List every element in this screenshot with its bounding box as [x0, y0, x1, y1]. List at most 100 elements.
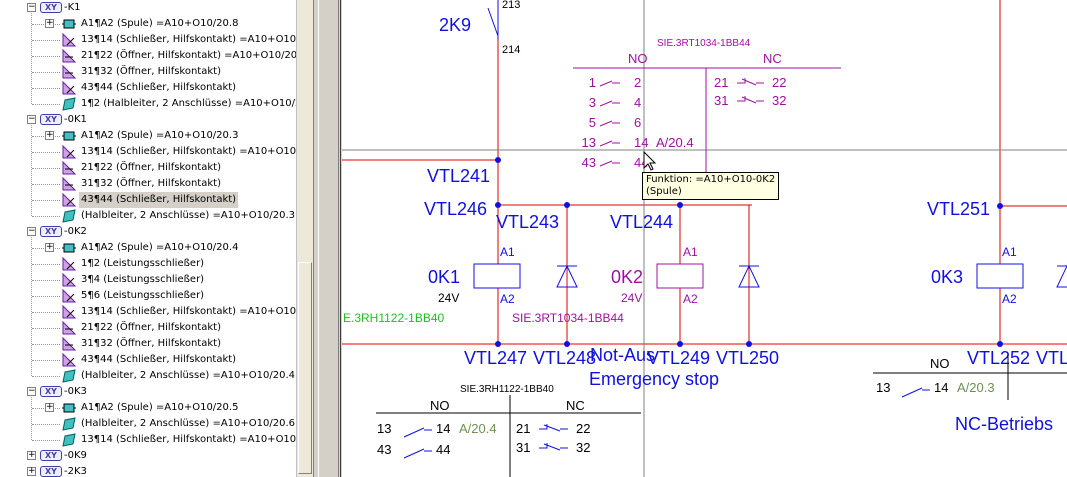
tree-item-label: (Halbleiter, 2 Anschlüsse) =A10+O10/20.3	[81, 210, 296, 221]
tree-item-label: 43¶44 (Schließer, Hilfskontakt)	[81, 354, 237, 365]
ct-nc-a: 21	[714, 75, 728, 90]
diode-0k1	[556, 264, 578, 288]
svg-text:A2: A2	[500, 292, 515, 306]
svg-text:A2: A2	[1002, 292, 1017, 306]
pot-vtl251: VTL251	[927, 199, 990, 219]
expand-toggle-icon[interactable]: +	[45, 18, 54, 28]
ct-no-a: 1	[589, 75, 596, 90]
contact-icon	[62, 48, 77, 63]
tree-item-label: 1¶2 (Halbleiter, 2 Anschlüsse) =A10+O10/…	[81, 98, 296, 109]
xy-device-icon: XY	[40, 450, 62, 461]
ct-no-ref: A/20.4	[656, 135, 694, 150]
tree-group-label: -0K2	[64, 226, 87, 237]
pot-vtl249: VTL249	[647, 348, 710, 368]
tree-group-label: -0K3	[64, 386, 87, 397]
coil-icon	[62, 129, 76, 143]
nc-contact-open-icon	[62, 272, 77, 287]
svg-text:0K1: 0K1	[428, 267, 460, 287]
xy-device-icon: XY	[40, 2, 62, 13]
pot-vtl246: VTL246	[424, 199, 487, 219]
cb-no-contact	[403, 448, 432, 459]
cb-no-a: 43	[377, 442, 391, 457]
nc-contact-open-icon	[62, 288, 77, 303]
nc-contact-open-icon	[62, 80, 77, 95]
cb-no-ref: A/20.4	[459, 421, 497, 436]
pane-splitter[interactable]	[313, 0, 342, 477]
ct-no-contact	[599, 80, 620, 87]
contact-icon	[62, 336, 77, 351]
tree-item-label: 21¶22 (Öffner, Hilfskontakt) =A10+O10/20	[81, 50, 296, 61]
k2k9-t1: 213	[502, 0, 520, 11]
expand-toggle-icon[interactable]: +	[27, 450, 36, 460]
nc-contact-open-icon	[62, 256, 77, 271]
cb-nc-a: 31	[516, 440, 530, 455]
expand-toggle-icon[interactable]: +	[27, 466, 36, 476]
expand-toggle-icon[interactable]: −	[27, 386, 36, 396]
expand-toggle-icon[interactable]: +	[45, 242, 54, 252]
coil-icon	[62, 241, 76, 255]
tree-item-label: 13¶14 (Schließer, Hilfskontakt) =A10+O10…	[81, 34, 296, 45]
svg-text:NC: NC	[566, 398, 585, 413]
tree-item-label: 3¶4 (Leistungsschließer)	[81, 274, 205, 285]
tree-scrollbar-thumb[interactable]	[298, 262, 312, 474]
ct-no-b: 2	[634, 75, 641, 90]
expand-toggle-icon[interactable]: −	[27, 114, 36, 124]
coil-icon	[62, 17, 76, 31]
semiconductor-icon	[62, 209, 76, 223]
ct-no-contact	[599, 160, 620, 167]
svg-text:0K3: 0K3	[931, 267, 963, 287]
cb-nc-b: 22	[576, 421, 590, 436]
ct-no-contact	[599, 140, 620, 147]
notaus-label: Not-Aus	[590, 345, 655, 365]
semiconductor-icon	[62, 433, 76, 447]
tree-item-label: 13¶14 (Schließer, Hilfskontakt) =A10+O10…	[81, 306, 296, 317]
coil-icon	[62, 401, 76, 415]
svg-text:SIE.3RH1122-1BB40: SIE.3RH1122-1BB40	[460, 384, 554, 395]
svg-text:24V: 24V	[438, 291, 459, 305]
pot-vtl247: VTL247	[464, 348, 527, 368]
svg-text:A/20.3: A/20.3	[957, 380, 995, 395]
contact-icon	[62, 176, 77, 191]
expand-toggle-icon[interactable]: −	[27, 2, 36, 12]
ct-no-a: 3	[589, 95, 596, 110]
tree-item-label: 31¶32 (Öffner, Hilfskontakt)	[81, 178, 221, 189]
ct-nc-contact	[737, 78, 764, 86]
pot-vtl241: VTL241	[427, 166, 490, 186]
tree-scrollbar[interactable]	[296, 0, 313, 477]
pot-vtl243: VTL243	[496, 212, 559, 232]
coil-0k3[interactable]: A1 A2 0K3	[931, 245, 1024, 306]
diode-0k2	[738, 264, 760, 288]
tree-item-label: (Halbleiter, 2 Anschlüsse) =A10+O10/20.6	[81, 418, 296, 429]
expand-toggle-icon[interactable]: −	[27, 226, 36, 236]
svg-text:NO: NO	[930, 356, 950, 371]
tree-item-label: 43¶44 (Schließer, Hilfskontakt)	[81, 82, 237, 93]
nc-contact-open-icon	[62, 192, 77, 207]
coil-0k1[interactable]: A1 A2 0K1 24V E.3RH1122-1BB40	[343, 245, 521, 325]
k2k9-ref: 2K9	[439, 15, 471, 35]
tooltip-line1: Funktion: =A10+O10-0K2	[646, 174, 776, 185]
ct-no-contact	[599, 120, 620, 127]
svg-text:24V: 24V	[621, 291, 642, 305]
cross-ref-right[interactable]: NO 13 14 A/20.3	[873, 355, 1067, 400]
coil-0k2[interactable]: A1 A2 0K2 24V SIE.3RT1034-1BB44	[512, 245, 704, 325]
svg-text:NO: NO	[628, 51, 648, 66]
svg-text:A2: A2	[683, 292, 698, 306]
expand-toggle-icon[interactable]: +	[45, 130, 54, 140]
expand-toggle-icon[interactable]: +	[45, 402, 54, 412]
xy-device-icon: XY	[40, 226, 62, 237]
pot-vtl250: VTL250	[716, 348, 779, 368]
schematic-canvas[interactable]: 213 214 2K9 VTL241 VTL246 VTL243 VTL244 …	[342, 0, 1067, 477]
mouse-cursor-icon	[643, 150, 657, 171]
contact-icon	[62, 64, 77, 79]
nc-contact-open-icon	[62, 144, 77, 159]
semiconductor-icon	[62, 417, 76, 431]
cb-no-b: 14	[436, 421, 450, 436]
svg-text:E.3RH1122-1BB40: E.3RH1122-1BB40	[343, 311, 445, 325]
ct-no-a: 13	[582, 135, 596, 150]
tree-item-label: A1¶A2 (Spule) =A10+O10/20.3	[81, 130, 239, 141]
svg-text:NC: NC	[763, 51, 782, 66]
cb-no-contact	[403, 427, 432, 438]
